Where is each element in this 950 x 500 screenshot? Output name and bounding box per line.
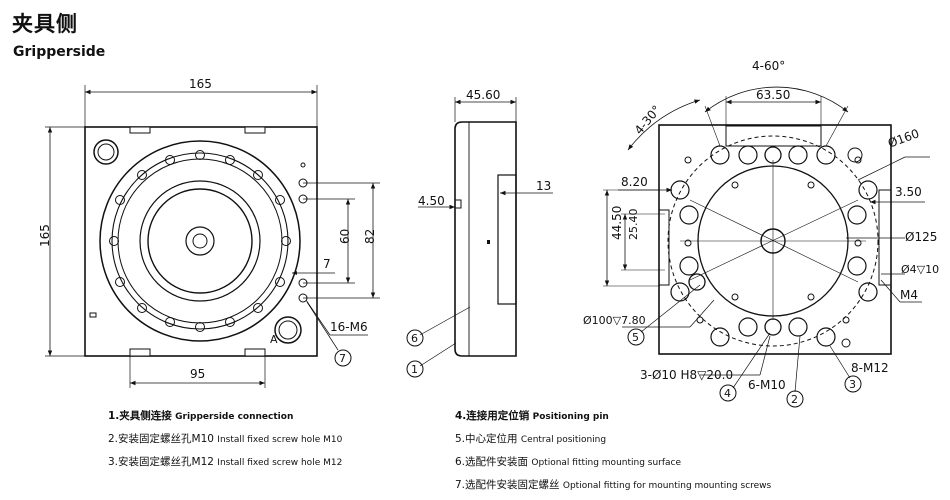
legend-item-5: 5.中心定位用 Central positioning [455, 431, 606, 446]
dim-4-60-deg: 4-60° [752, 59, 785, 73]
callout-circle-7 [334, 349, 352, 367]
callout-circle-4 [719, 384, 737, 402]
side-boss [497, 174, 517, 305]
callout-circle-1 [406, 360, 424, 378]
callout-circle-6 [406, 329, 424, 347]
dim-45-60: 45.60 [466, 88, 500, 102]
legend-item-2: 2.安装固定螺丝孔M10 Install fixed screw hole M1… [108, 431, 342, 446]
front-view: A [45, 85, 380, 388]
callout-label-4: 4 [724, 387, 731, 400]
dim-25-40: 25.40 [627, 209, 640, 241]
dim-13: 13 [536, 179, 551, 193]
legend-item-7-cn: 7.选配件安装固定螺丝 [455, 479, 560, 491]
callout-circle-2 [786, 390, 804, 408]
callout-circle-5 [627, 328, 645, 346]
callout-circle-3 [844, 375, 862, 393]
legend-item-5-en: Central positioning [520, 435, 607, 445]
callout-label-5: 5 [632, 331, 639, 344]
callout-label-3: 3 [849, 378, 856, 391]
legend-item-7-en: Optional fitting for mounting mounting s… [562, 481, 772, 491]
legend-item-5-cn: 5.中心定位用 [455, 433, 518, 445]
legend-item-2-en: Install fixed screw hole M10 [217, 435, 343, 445]
dim-4-50: 4.50 [418, 194, 445, 208]
callout-label-7: 7 [339, 352, 346, 365]
legend-item-6: 6.选配件安装面 Optional fitting mounting surfa… [455, 454, 681, 469]
dim-3-50: 3.50 [895, 185, 922, 199]
legend-item-4-cn: 4.连接用定位销 [455, 410, 530, 422]
dim-8-20: 8.20 [621, 175, 648, 189]
label-16-m6: 16-M6 [330, 320, 368, 334]
label-3-phi10-h8: 3-Ø10 H8▽20.0 [640, 368, 733, 382]
front-bolt-holes [109, 150, 291, 332]
side-body-outline [454, 121, 517, 357]
datum-mark-a: A [270, 333, 278, 346]
positioning-pin-left [688, 273, 706, 291]
label-m4: M4 [900, 288, 918, 302]
bolt-circle-160 [667, 135, 879, 347]
callout-label-1: 1 [411, 363, 418, 376]
dim-63-50: 63.50 [756, 88, 790, 102]
legend-item-4: 4.连接用定位销 Positioning pin [455, 408, 609, 423]
dim-95: 95 [190, 367, 205, 381]
label-8-m12: 8-M12 [851, 361, 889, 375]
label-6-m10: 6-M10 [748, 378, 786, 392]
dim-phi-125: Ø125 [905, 230, 937, 244]
legend-item-1: 1.夹具侧连接 Gripperside connection [108, 408, 293, 423]
legend-item-1-en: Gripperside connection [175, 412, 294, 422]
dim-height-165: 165 [38, 224, 52, 247]
flange-outer-circle [99, 140, 301, 342]
callout-label-2: 2 [791, 393, 798, 406]
dim-phi-4-depth-10: Ø4▽10 [901, 263, 939, 276]
callout-label-6: 6 [411, 332, 418, 345]
legend-item-1-cn: 1.夹具侧连接 [108, 410, 172, 422]
front-body-outline [84, 126, 318, 357]
legend-item-3-en: Install fixed screw hole M12 [217, 458, 343, 468]
dim-44-50: 44.50 [610, 206, 624, 240]
side-view [406, 97, 553, 378]
dim-7: 7 [323, 257, 331, 271]
legend-item-7: 7.选配件安装固定螺丝 Optional fitting for mountin… [455, 477, 771, 492]
legend-item-3-cn: 3.安装固定螺丝孔M12 [108, 456, 214, 468]
dim-60: 60 [338, 229, 352, 244]
center-pin-hole [185, 226, 215, 256]
legend-item-2-cn: 2.安装固定螺丝孔M10 [108, 433, 214, 445]
legend-item-3: 3.安装固定螺丝孔M12 Install fixed screw hole M1… [108, 454, 342, 469]
center-bore-circle [147, 188, 253, 294]
legend-item-6-cn: 6.选配件安装面 [455, 456, 529, 468]
m10-holes [679, 145, 867, 337]
positioning-pin-bottom [764, 318, 782, 336]
legend-item-6-en: Optional fitting mounting surface [531, 458, 682, 468]
page-title: 夹具侧 [12, 12, 78, 36]
dim-82: 82 [363, 229, 377, 244]
dim-phi-100-depth: Ø100▽7.80 [583, 314, 646, 327]
right-view [603, 86, 930, 408]
legend-item-4-en: Positioning pin [532, 412, 609, 422]
dim-width-165: 165 [189, 77, 212, 91]
page-subtitle: Gripperside [13, 44, 106, 60]
